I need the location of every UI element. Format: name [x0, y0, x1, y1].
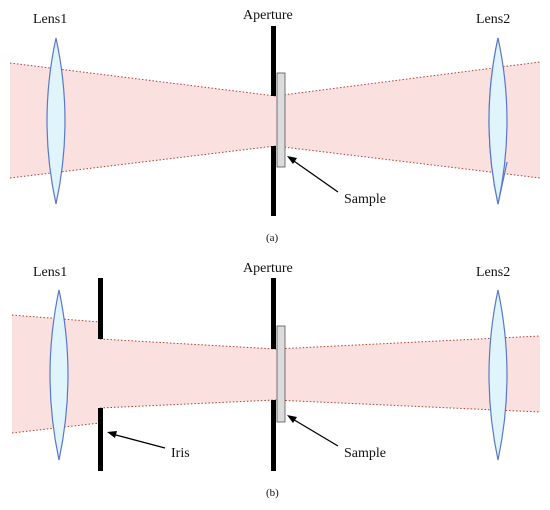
lens1-label-a: Lens1 — [33, 12, 67, 27]
sample-label-a: Sample — [344, 192, 386, 207]
sample-arrow-a — [290, 158, 339, 193]
aperture-label-a: Aperture — [243, 8, 293, 23]
sample-a — [276, 72, 286, 168]
sample-arrowhead-b — [287, 415, 297, 423]
iris-arrow-b — [111, 433, 166, 449]
caption-a: (a) — [266, 232, 279, 244]
beam-wide-edge-top-b — [11, 314, 101, 323]
panel-a: Lens1 Aperture Lens2 Sample (a) — [9, 8, 541, 244]
aperture-lower-a — [271, 146, 276, 216]
lens1-b — [49, 289, 69, 461]
lens1-a — [46, 37, 66, 205]
iris-lower-b — [98, 408, 103, 471]
sample-b — [276, 325, 286, 423]
beam-a — [10, 62, 540, 178]
sample-label-b: Sample — [344, 446, 386, 461]
aperture-upper-a — [271, 26, 276, 96]
iris-arrowhead-b — [107, 431, 117, 438]
aperture-upper-b — [271, 278, 276, 349]
iris-label-b: Iris — [171, 446, 190, 461]
lens2-label-a: Lens2 — [476, 12, 510, 27]
aperture-label-b: Aperture — [243, 261, 293, 276]
lens1-label-b: Lens1 — [33, 265, 67, 280]
lens2-label-b: Lens2 — [476, 265, 510, 280]
beam-wide-edge-bottom-b — [11, 422, 101, 434]
lens2-shape-a — [488, 37, 508, 205]
aperture-lower-b — [271, 400, 276, 471]
sample-arrowhead-a — [287, 156, 297, 164]
sample-arrow-b — [290, 417, 339, 447]
iris-upper-b — [98, 278, 103, 339]
panel-b: Lens1 Aperture Lens2 Sample Iris (b) — [11, 261, 541, 499]
beam-narrow-b — [100, 336, 540, 412]
lens2-b — [488, 289, 508, 461]
caption-b: (b) — [266, 487, 279, 499]
